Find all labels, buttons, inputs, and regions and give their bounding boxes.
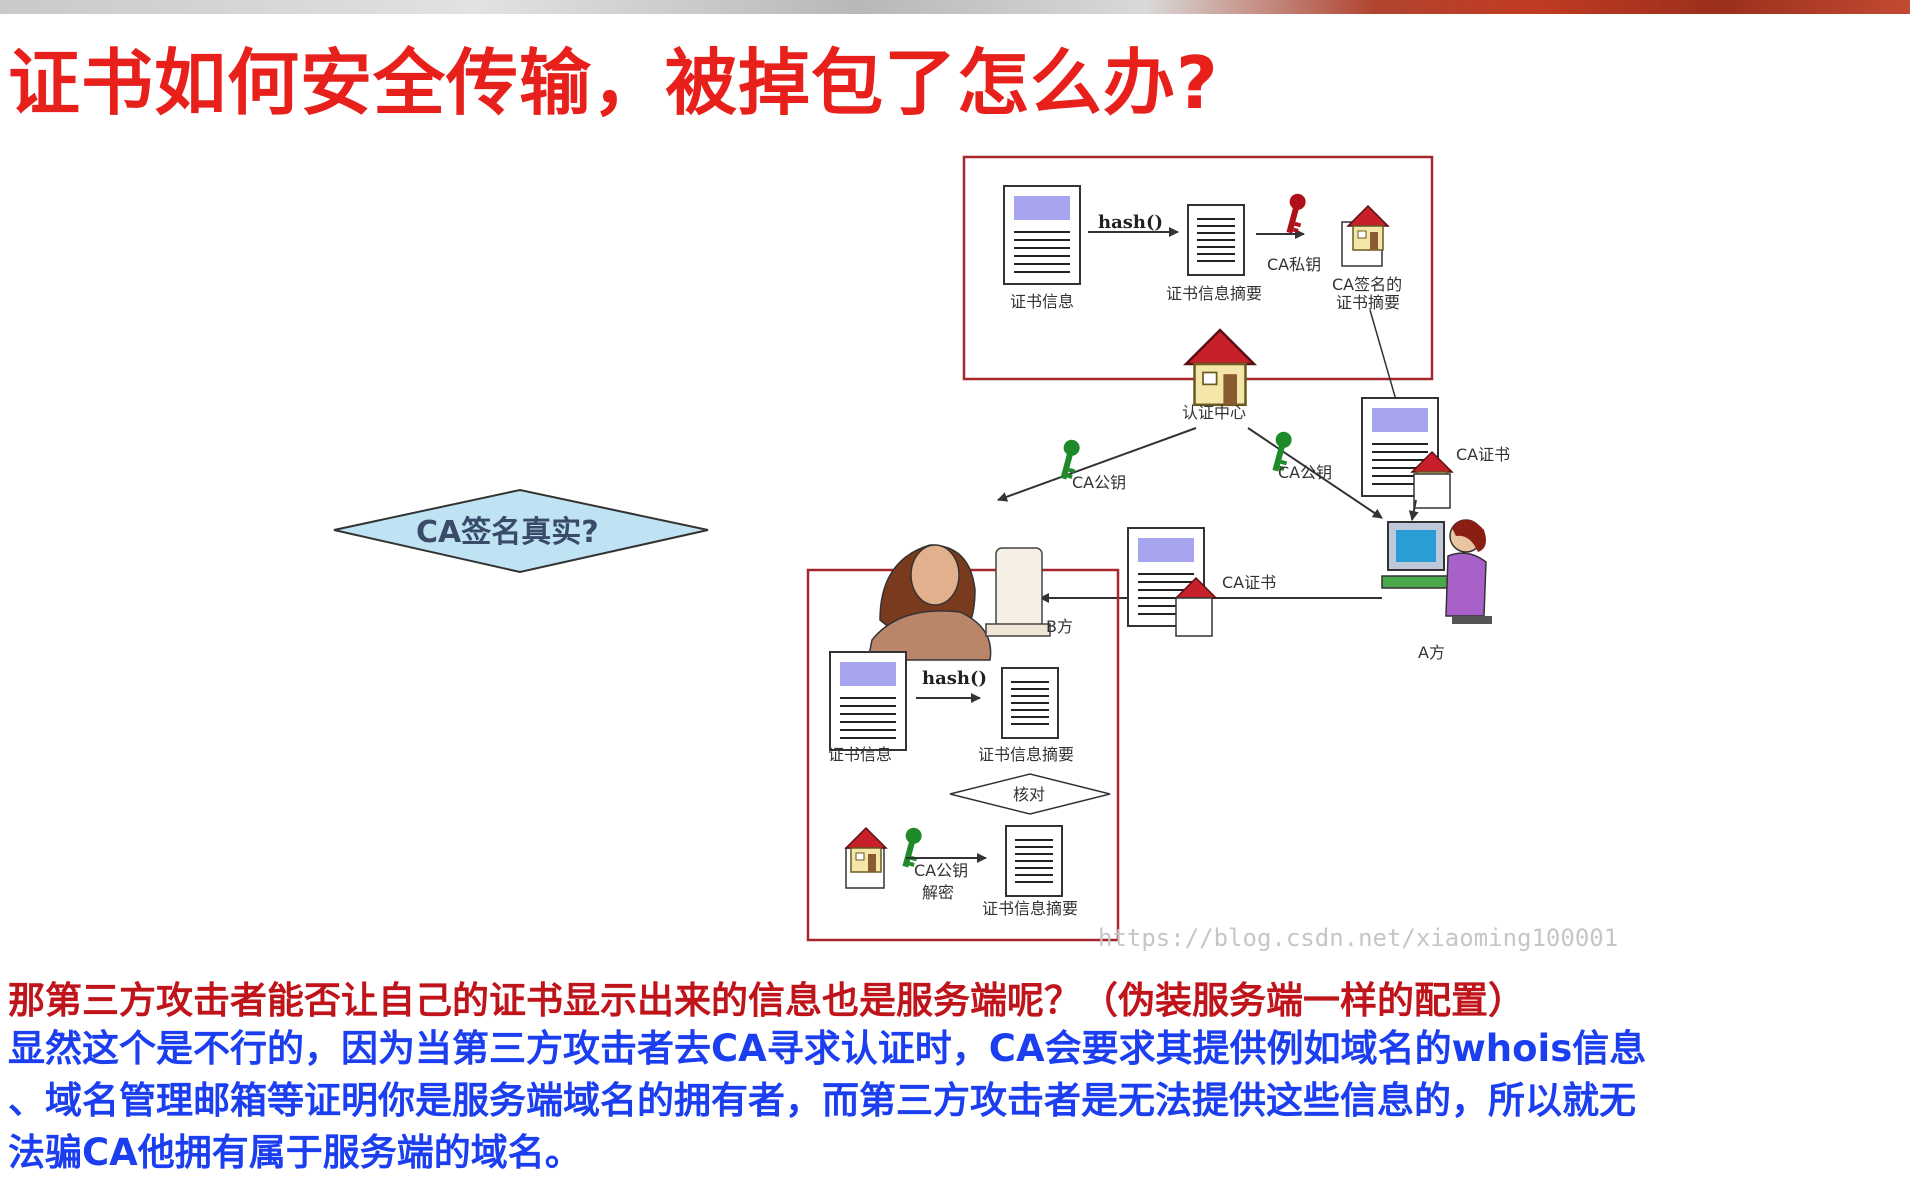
question-paragraph: 那第三方攻击者能否让自己的证书显示出来的信息也是服务端呢？（伪装服务端一样的配置… <box>8 979 1525 1022</box>
signed-digest-label-1: CA签名的 <box>1332 275 1402 294</box>
ca-center-label: 认证中心 <box>1182 403 1246 422</box>
question-diamond <box>333 488 709 574</box>
cert-to-a-arrow <box>1408 499 1419 521</box>
ca-to-a-arrow <box>1247 427 1383 519</box>
party-a-computer-icon <box>1381 519 1492 624</box>
signed-digest-label-2: 证书摘要 <box>1336 293 1400 312</box>
ca-cert-middle-paper <box>1175 597 1213 637</box>
question-diamond-label: CA签名真实? <box>416 515 599 550</box>
decrypt-label: 解密 <box>922 883 954 902</box>
digest-label: 证书信息摘要 <box>1166 284 1262 303</box>
party-b-label: B方 <box>1046 617 1073 636</box>
ca-private-key-icon <box>1281 192 1309 236</box>
ca-private-key-label: CA私钥 <box>1267 255 1321 274</box>
ca-cert-middle-label: CA证书 <box>1222 573 1276 592</box>
party-b-person-icon <box>867 544 1051 661</box>
bottom-ca-public-key-label: CA公钥 <box>914 861 968 880</box>
bottom-digest-label: 证书信息摘要 <box>978 745 1074 764</box>
watermark-url: https://blog.csdn.net/xiaoming100001 <box>1098 924 1619 952</box>
hash-label: hash() <box>1098 212 1163 233</box>
signed-digest-house-icon <box>1347 205 1389 251</box>
cert-info-label: 证书信息 <box>1010 292 1074 311</box>
ca-cert-right-label: CA证书 <box>1456 445 1510 464</box>
answer-line-1: 显然这个是不行的，因为当第三方攻击者去CA寻求认证时，CA会要求其提供例如域名的… <box>8 1027 1647 1070</box>
party-a-label: A方 <box>1418 643 1445 662</box>
ca-center-house-icon <box>1184 328 1256 407</box>
certificate-verification-diagram: 证书信息 hash() 证书信息摘要 CA私钥 CA签名的 证书摘要 认证中心 … <box>333 155 1510 942</box>
answer-line-2: 、域名管理邮箱等证明你是服务端域名的拥有者，而第三方攻击者是无法提供这些信息的，… <box>8 1079 1636 1122</box>
bottom-digest2-document-icon <box>1005 825 1063 897</box>
ca-to-b-arrow <box>997 427 1197 502</box>
bottom-hash-label: hash() <box>922 668 987 689</box>
cert-info-document-icon <box>1003 185 1081 285</box>
signed-cert-to-a-line <box>1369 309 1397 401</box>
ca-public-key-right-label: CA公钥 <box>1278 463 1332 482</box>
bottom-digest2-label: 证书信息摘要 <box>982 899 1078 918</box>
ca-cert-right-paper <box>1413 473 1451 509</box>
ca-public-key-left-label: CA公钥 <box>1072 473 1126 492</box>
answer-line-3: 法骗CA他拥有属于服务端的域名。 <box>8 1131 582 1174</box>
slide-title: 证书如何安全传输，被掉包了怎么办? <box>8 41 1219 125</box>
bottom-cert-info-document-icon <box>829 651 907 751</box>
bottom-signed-digest-house-icon <box>845 827 887 873</box>
digest-document-icon <box>1187 204 1245 276</box>
bottom-cert-info-label: 证书信息 <box>828 745 892 764</box>
answer-paragraph: 显然这个是不行的，因为当第三方攻击者去CA寻求认证时，CA会要求其提供例如域名的… <box>8 1023 1898 1179</box>
verify-diamond <box>949 773 1111 815</box>
top-decorative-bar <box>0 0 1910 14</box>
bottom-digest-document-icon <box>1001 667 1059 739</box>
verify-label: 核对 <box>1013 785 1045 804</box>
